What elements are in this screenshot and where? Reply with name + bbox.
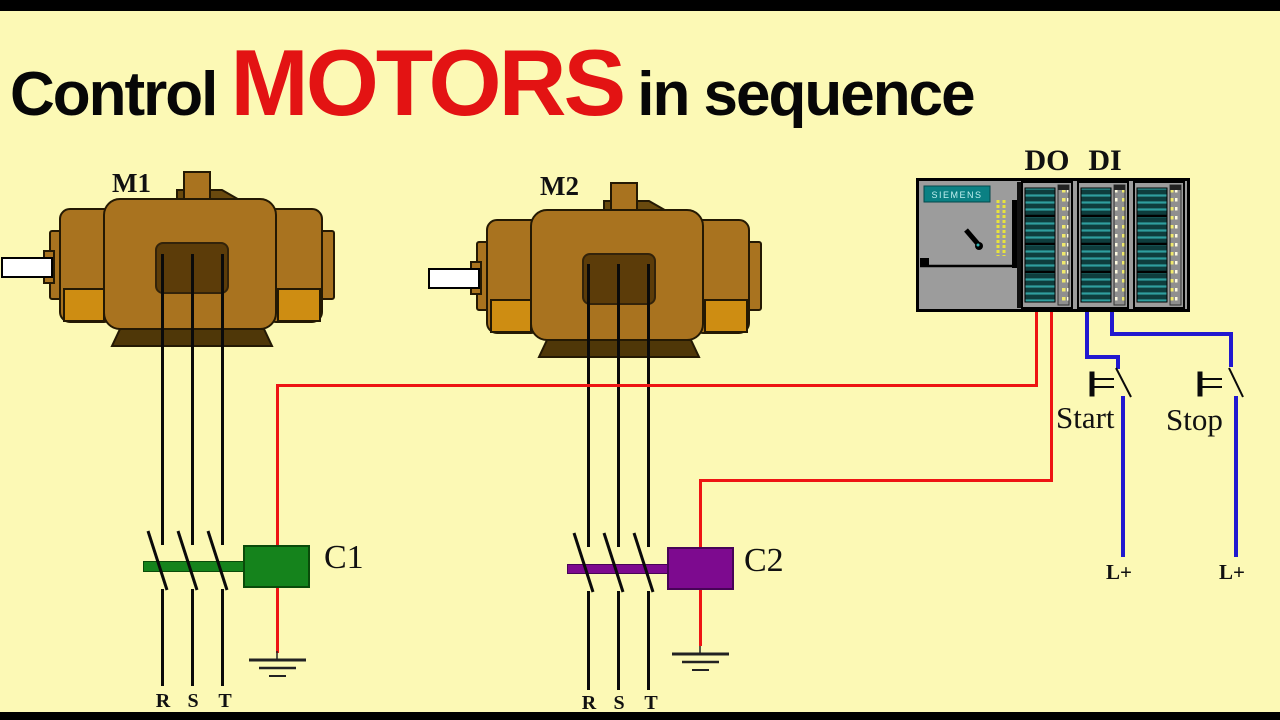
plc-key-switch [964,228,983,250]
c2-phase-t-label: T [644,692,658,714]
letterbox-top [0,0,1280,11]
start-switch-top-wire [1116,355,1120,369]
page-title: Control MOTORS in sequence [10,30,976,137]
contactor-c1-coil [243,545,310,588]
c1-phase-s-lower-wire [191,589,194,686]
motor-right-vent [277,288,321,322]
supply-l-plus-label-2: L+ [1219,560,1245,584]
c1-phase-r-label: R [155,690,171,712]
motor-left-vent [490,299,532,333]
m2-phase-t-wire [647,264,650,547]
c2-phase-s-lower-wire [617,591,620,690]
m2-phase-s-wire [617,264,620,547]
do1-red-wire-drop [1035,310,1038,387]
contactor-c1-label: C1 [324,539,364,576]
do2-red-wire-drop [1050,310,1053,482]
stop-button-symbol [1197,367,1244,398]
start-switch-bottom-wire [1121,396,1125,557]
motor-right-vent [704,299,748,333]
c2-contact-blades [572,532,655,593]
contactor-c2-coil [667,547,734,590]
di2-blue-wire-run [1110,332,1233,336]
c2-ground-symbol [672,646,729,671]
c2-phase-t-lower-wire [647,591,650,690]
m2-phase-r-wire [587,264,590,547]
do2-red-wire-run [699,479,1053,482]
plc-di-label: DI [1088,144,1122,177]
di1-blue-wire-run [1085,355,1120,359]
plc-spare-module [1133,181,1185,309]
c1-phase-t-label: T [218,690,232,712]
motor-neck [183,171,211,203]
motor-shaft [428,268,480,289]
start-button-symbol [1089,367,1132,398]
c1-ground-symbol [249,651,306,677]
title-highlight: MOTORS [230,30,626,135]
c1-phase-r-lower-wire [161,589,164,686]
plc-illustration: SIEMENS [916,178,1190,312]
m1-phase-t-wire [221,254,224,545]
di1-blue-wire-drop [1085,310,1089,359]
motor-left-vent [63,288,105,322]
do1-red-wire-run [276,384,1038,387]
stop-switch-top-wire [1229,332,1233,367]
plc-di-module [1077,181,1129,309]
m1-phase-r-wire [161,254,164,545]
c1-phase-t-lower-wire [221,589,224,686]
c2-phase-r-label: R [581,692,597,714]
c1-contact-blades [146,530,229,591]
plc-do-label: DO [1024,144,1070,177]
m1-phase-s-wire [191,254,194,545]
plc-do-module [1021,181,1073,309]
letterbox-bottom [0,712,1280,720]
stop-button-label: Stop [1166,402,1223,437]
stop-switch-bottom-wire [1234,396,1238,557]
c2-phase-s-label: S [613,692,625,714]
c1-coil-red-wire [276,384,279,653]
plc-brand-text: SIEMENS [931,190,982,200]
c2-phase-r-lower-wire [587,591,590,690]
plc-brand-plate [923,185,991,203]
contactor-c2-label: C2 [744,542,784,579]
supply-l-plus-label-1: L+ [1106,560,1132,584]
motor-m2-label: M2 [540,171,579,201]
c1-phase-s-label: S [187,690,199,712]
motor-shaft [1,257,53,278]
plc-cpu-module: SIEMENS [920,185,1017,268]
motor-m1-label: M1 [112,168,151,198]
title-suffix: in sequence [637,60,975,129]
start-button-label: Start [1056,400,1115,435]
di2-blue-wire-drop [1110,310,1114,336]
title-prefix: Control [10,60,218,129]
motor-m1-illustration [1,171,335,347]
